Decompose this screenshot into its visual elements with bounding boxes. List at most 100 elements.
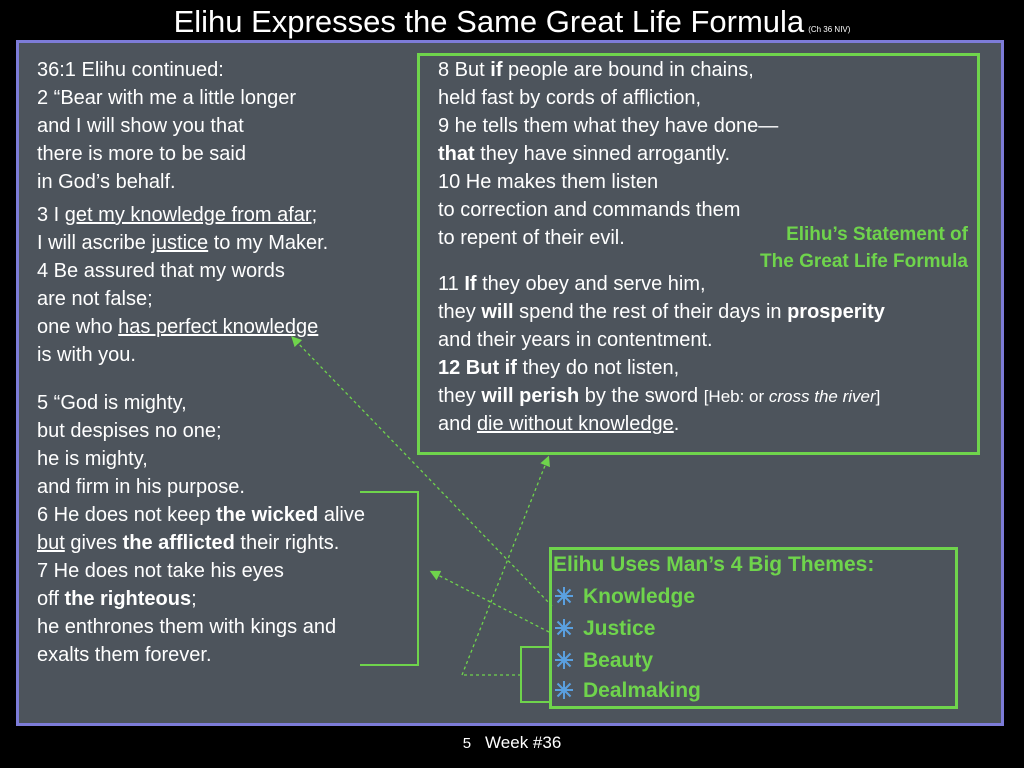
starburst-icon xyxy=(555,619,573,637)
text: gives xyxy=(64,532,123,554)
theme-label: Justice xyxy=(583,617,656,640)
great-life-formula-box xyxy=(417,53,980,455)
verse-block-36-1-2: 36:1 Elihu continued: 2 “Bear with me a … xyxy=(37,56,296,196)
verse-line: he enthrones them with kings and xyxy=(37,616,337,638)
verse-block-36-11-12: 11 If they obey and serve him, they will… xyxy=(438,270,885,438)
title-main: Elihu Expresses the Same Great Life Form… xyxy=(173,4,805,39)
verse-line: held fast by cords of affliction, xyxy=(438,87,702,109)
verse-line: there is more to be said xyxy=(37,143,246,165)
starburst-icon xyxy=(555,681,573,699)
week-label: Week #36 xyxy=(485,733,562,752)
bold-text: the wicked xyxy=(216,504,319,526)
bold-text: if xyxy=(490,59,503,81)
verse-line: and I will show you that xyxy=(37,115,244,137)
verse-line: 6 He does not keep the wicked alive xyxy=(37,501,365,529)
text: alive xyxy=(318,504,365,526)
verse-block-36-5-7: 5 “God is mighty, but despises no one; h… xyxy=(37,389,365,669)
title-reference: (Ch 36 NIV) xyxy=(808,25,851,34)
verse-line: 3 I get my knowledge from afar; xyxy=(37,201,328,229)
theme-label: Knowledge xyxy=(583,585,696,608)
text: people are bound in chains, xyxy=(502,59,754,81)
text: 6 He does not keep xyxy=(37,504,217,526)
text: . xyxy=(673,413,680,435)
verse-block-36-3-4: 3 I get my knowledge from afar; I will a… xyxy=(37,201,328,369)
bold-text: prosperity xyxy=(787,301,885,323)
text: I will ascribe xyxy=(37,232,152,254)
page-number: 5 xyxy=(462,735,472,752)
theme-item-dealmaking: Dealmaking xyxy=(554,676,701,706)
text: spend the rest of their days in xyxy=(513,301,788,323)
text: they have sinned arrogantly. xyxy=(474,143,731,165)
text: by the sword xyxy=(579,385,704,407)
verse-line: I will ascribe justice to my Maker. xyxy=(37,229,328,257)
theme-label: Beauty xyxy=(583,649,654,672)
verse-line: 36:1 Elihu continued: xyxy=(37,59,224,81)
verse-line: they will perish by the sword [Heb: or c… xyxy=(438,382,885,410)
verse-line: 11 If they obey and serve him, xyxy=(438,270,885,298)
underlined-text: has perfect knowledge xyxy=(118,316,319,338)
verse-line: 10 He makes them listen xyxy=(438,171,659,193)
verse-line: they will spend the rest of their days i… xyxy=(438,298,885,326)
verse-line: and firm in his purpose. xyxy=(37,476,245,498)
text: off xyxy=(37,588,65,610)
underlined-text: get my knowledge from afar xyxy=(64,204,312,226)
text: and xyxy=(438,413,477,435)
verse-line: and die without knowledge. xyxy=(438,410,885,438)
theme-item-knowledge: Knowledge xyxy=(554,582,695,612)
bold-text: the righteous xyxy=(64,588,192,610)
underlined-text: but xyxy=(37,532,65,554)
statement-line: Elihu’s Statement of xyxy=(786,224,968,245)
verse-line: one who has perfect knowledge xyxy=(37,313,328,341)
text: they obey and serve him, xyxy=(476,273,706,295)
verse-block-36-8-10: 8 But if people are bound in chains, hel… xyxy=(438,56,778,252)
footnote-italic-text: cross the river xyxy=(768,387,876,406)
starburst-icon xyxy=(555,651,573,669)
bold-text: will xyxy=(481,301,514,323)
text: one who xyxy=(37,316,119,338)
theme-label: Dealmaking xyxy=(583,679,701,702)
underlined-text: justice xyxy=(151,232,209,254)
verse-line: 4 Be assured that my words xyxy=(37,260,285,282)
verse-line: in God’s behalf. xyxy=(37,171,176,193)
text: to my Maker. xyxy=(208,232,329,254)
text: ; xyxy=(311,204,318,226)
verse-line: to repent of their evil. xyxy=(438,227,625,249)
underlined-text: die without knowledge xyxy=(476,413,674,435)
verse-line: that they have sinned arrogantly. xyxy=(438,140,778,168)
themes-title: Elihu Uses Man’s 4 Big Themes: xyxy=(553,553,875,576)
verse-line: 9 he tells them what they have done— xyxy=(438,115,779,137)
verse-line: 12 But if they do not listen, xyxy=(438,354,885,382)
text: their rights. xyxy=(234,532,340,554)
footnote-text: [Heb: or xyxy=(703,387,769,406)
text: 3 I xyxy=(37,204,65,226)
slide-footer: 5 Week #36 xyxy=(0,733,1024,753)
statement-label: Elihu’s Statement of The Great Life Form… xyxy=(702,221,968,275)
slide-title: Elihu Expresses the Same Great Life Form… xyxy=(0,4,1024,44)
theme-item-justice: Justice xyxy=(554,614,655,644)
verse-line: but despises no one; xyxy=(37,420,222,442)
text: they do not listen, xyxy=(516,357,680,379)
verse-line: 5 “God is mighty, xyxy=(37,392,187,414)
bold-text: the afflicted xyxy=(122,532,235,554)
bold-text: 12 But if xyxy=(438,357,517,379)
text: ; xyxy=(191,588,197,610)
big-themes-box xyxy=(549,547,958,709)
verse-line: exalts them forever. xyxy=(37,644,212,666)
theme-item-beauty: Beauty xyxy=(554,646,653,676)
verse-line: off the righteous; xyxy=(37,585,365,613)
starburst-icon xyxy=(555,587,573,605)
verse-line: 8 But if people are bound in chains, xyxy=(438,56,778,84)
footnote-text: ] xyxy=(875,387,881,406)
bold-text: that xyxy=(438,143,475,165)
text: they xyxy=(438,385,482,407)
verse-line: 2 “Bear with me a little longer xyxy=(37,87,297,109)
verse-line: and their years in contentment. xyxy=(438,329,713,351)
text: 8 But xyxy=(438,59,491,81)
bold-text: If xyxy=(464,273,477,295)
verse-line: he is mighty, xyxy=(37,448,148,470)
bold-text: will perish xyxy=(481,385,580,407)
verse-line: are not false; xyxy=(37,288,153,310)
statement-line: The Great Life Formula xyxy=(760,251,968,272)
verse-line: to correction and commands them xyxy=(438,199,741,221)
verse-line: 7 He does not take his eyes xyxy=(37,560,284,582)
